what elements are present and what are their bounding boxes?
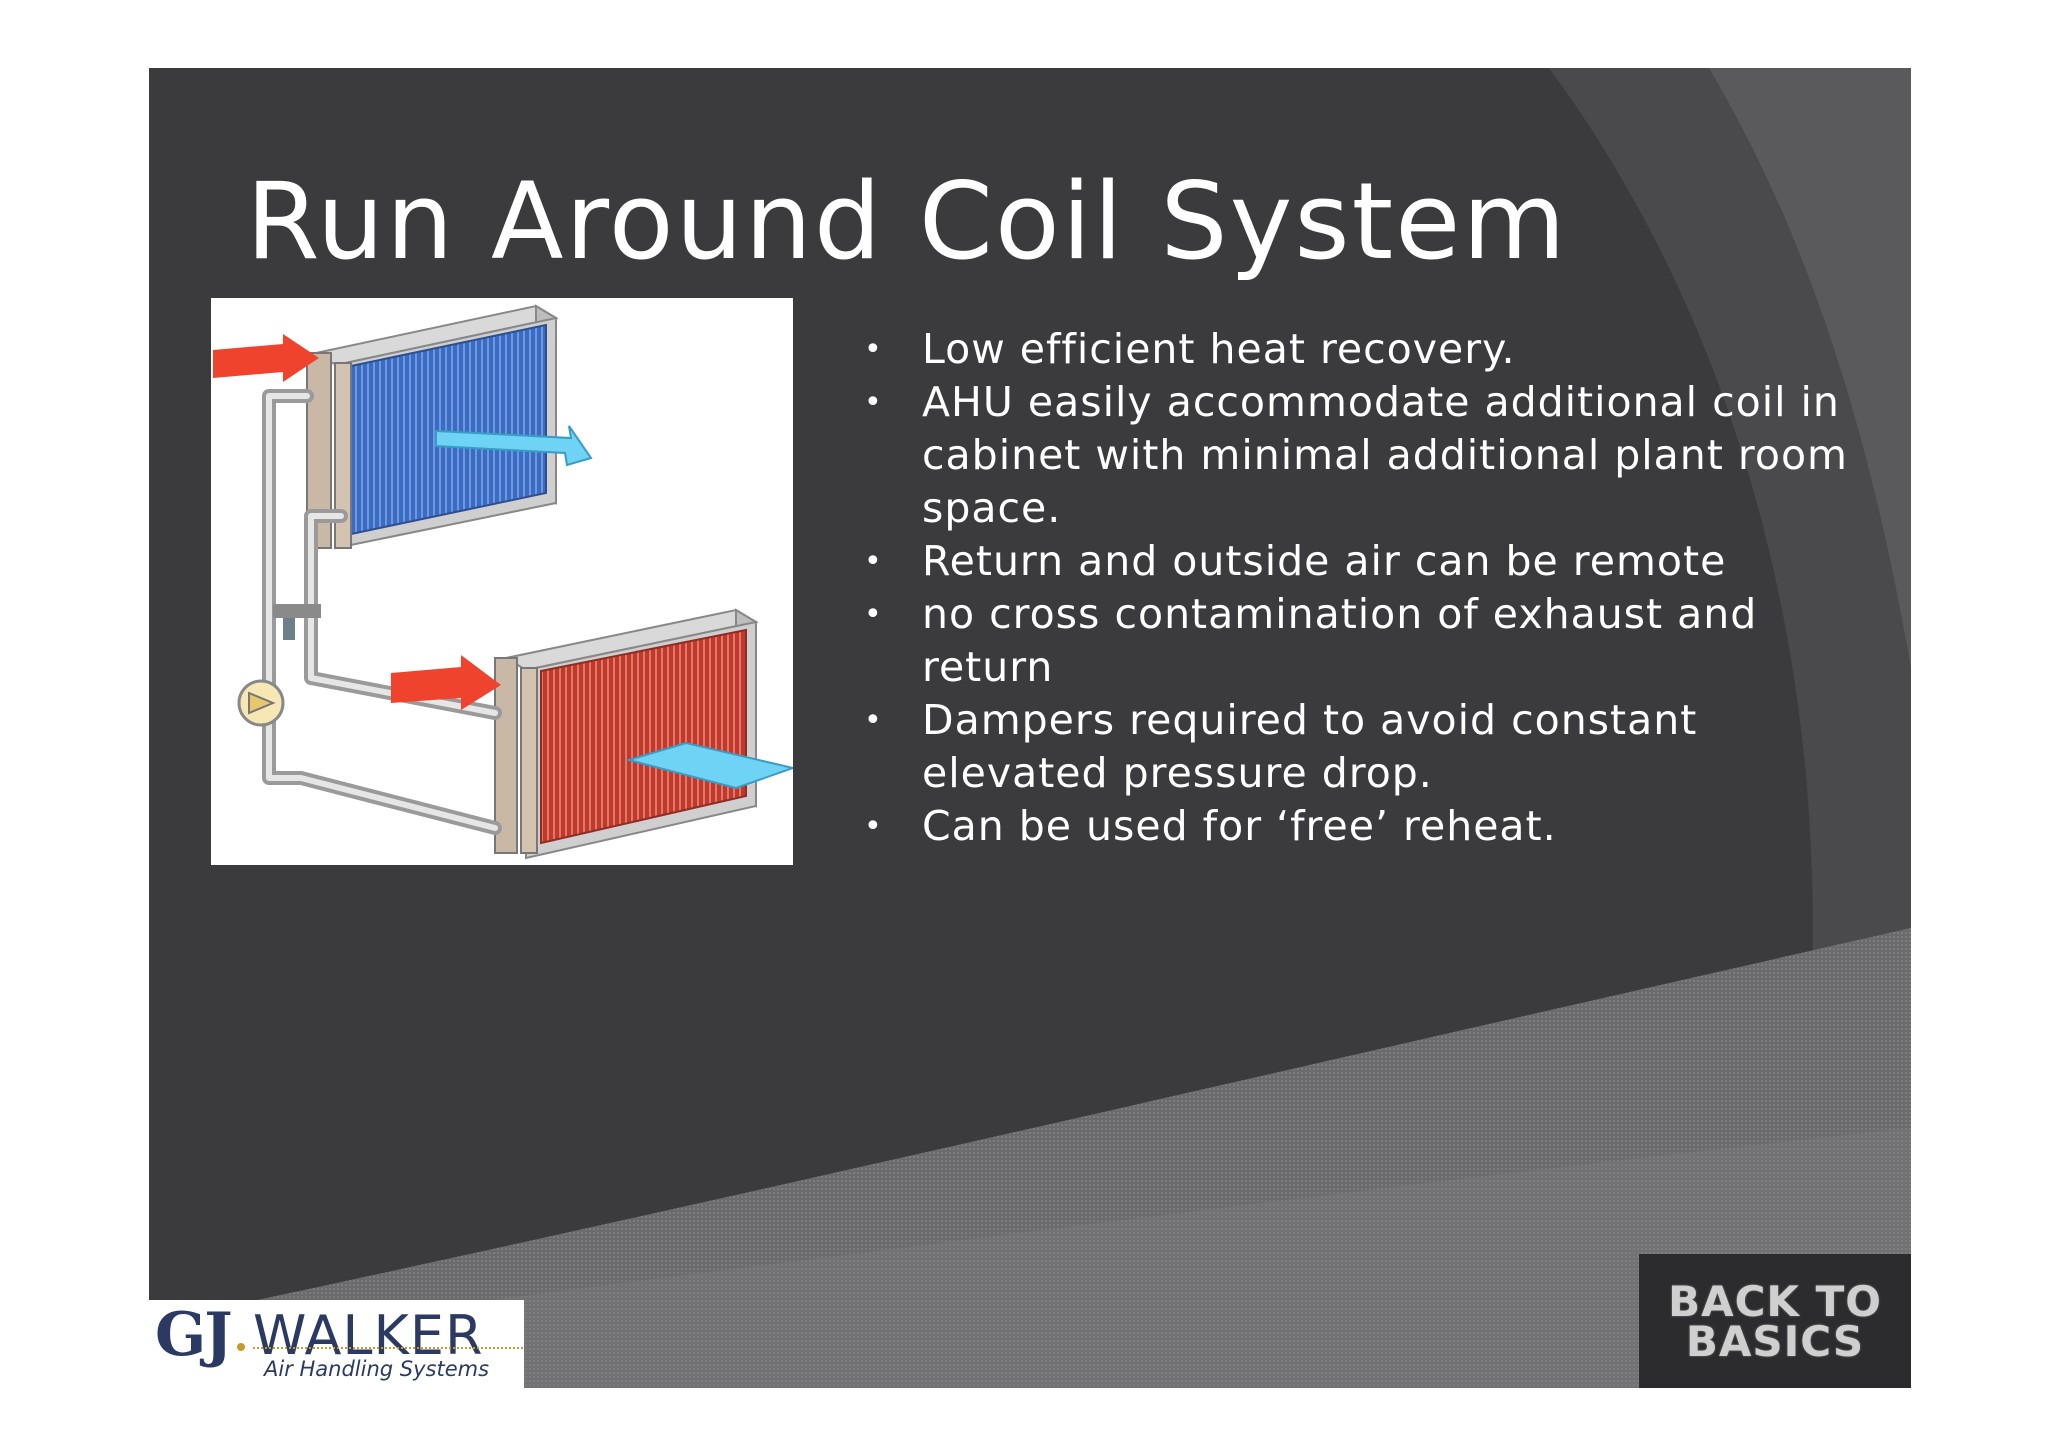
slide-title: Run Around Coil System [246, 160, 1568, 283]
bullet-item: no cross contamination of exhaust and re… [864, 588, 1874, 694]
run-around-coil-diagram [211, 298, 793, 865]
warm-air-arrow-top [213, 334, 319, 382]
bullet-item: Dampers required to avoid constant eleva… [864, 694, 1874, 800]
badge-line-2: BASICS [1685, 1317, 1865, 1366]
logo-mark: GJ [155, 1300, 233, 1370]
bullet-item: Return and outside air can be remote [864, 535, 1874, 588]
warm-air-arrow-bottom [391, 655, 501, 710]
badge-line-1: BACK TO [1668, 1277, 1882, 1326]
pump [237, 679, 285, 727]
cool-air-arrow-top [435, 425, 593, 467]
logo-divider [253, 1347, 523, 1349]
bullet-item: Low efficient heat recovery. [864, 323, 1874, 376]
logo-dot [237, 1343, 245, 1351]
logo-tagline: Air Handling Systems [264, 1357, 490, 1381]
cool-air-arrow-bottom [625, 741, 793, 790]
bullet-item: AHU easily accommodate additional coil i… [864, 376, 1874, 535]
bullet-item: Can be used for ‘free’ reheat. [864, 800, 1874, 853]
back-to-basics-badge: BACK TO BASICS [1639, 1254, 1911, 1388]
slide: Run Around Coil System [149, 68, 1911, 1388]
company-logo: GJ WALKER Air Handling Systems [149, 1300, 524, 1388]
hot-coil [494, 608, 759, 860]
bullet-list: Low efficient heat recovery. AHU easily … [864, 323, 1874, 853]
valve [273, 604, 321, 640]
logo-name: WALKER [253, 1304, 484, 1367]
